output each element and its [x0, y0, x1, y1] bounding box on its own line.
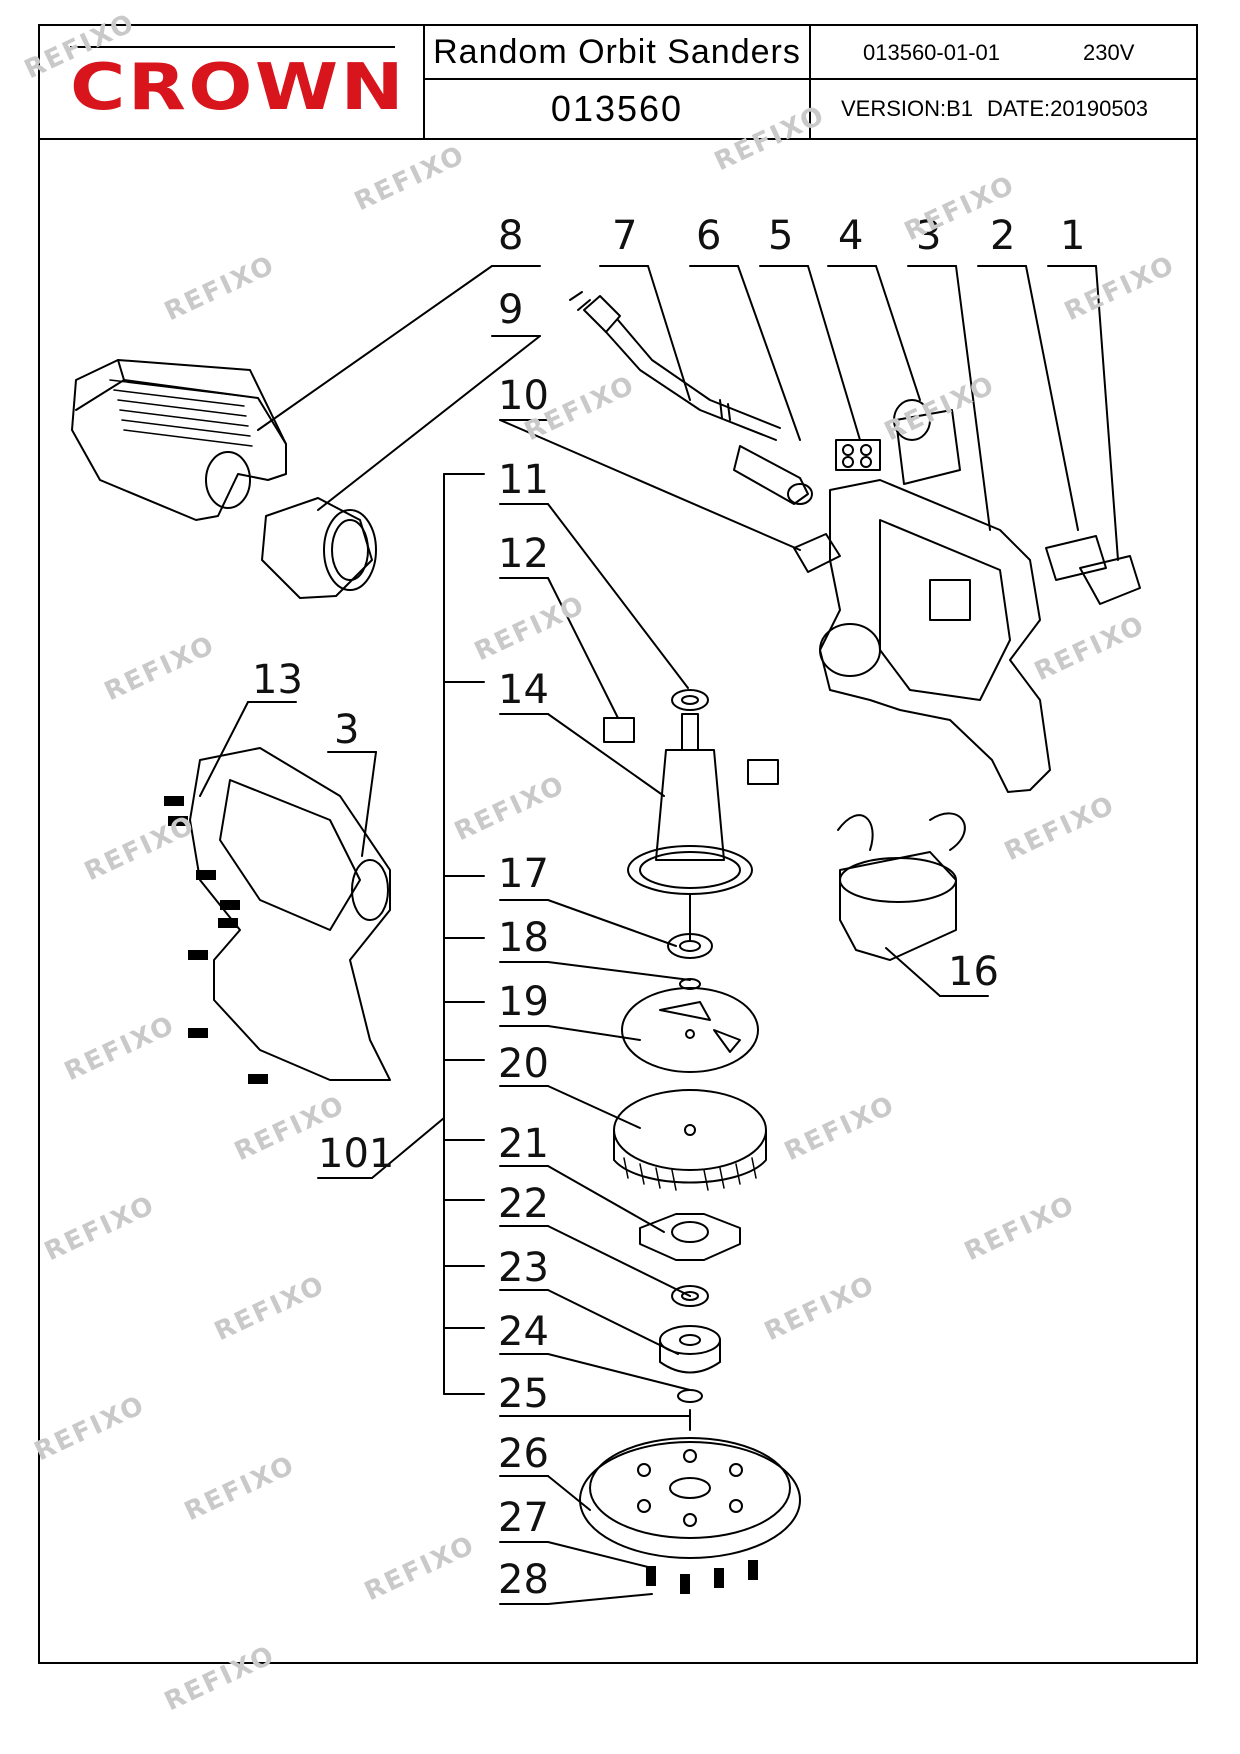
leader-lines-top	[257, 265, 1119, 561]
callout-1: 1	[1060, 213, 1086, 259]
logo-rule	[70, 46, 395, 48]
callout-7: 7	[612, 213, 638, 259]
callout-14: 14	[498, 667, 549, 713]
callout-27: 27	[498, 1495, 549, 1541]
callout-24: 24	[498, 1309, 549, 1355]
callout-28: 28	[498, 1557, 549, 1603]
sanding-pad-icon	[579, 1437, 801, 1559]
callout-2: 2	[990, 213, 1016, 259]
callout-10: 10	[498, 373, 549, 419]
cord-clamp-icon	[793, 533, 841, 573]
dust-adapter-icon	[261, 497, 377, 599]
baffle-plate-icon	[621, 987, 759, 1073]
callout-20: 20	[498, 1041, 549, 1087]
drawing-number: 013560-01-01	[863, 40, 1001, 65]
callout-101: 101	[318, 1131, 395, 1177]
version-cell: VERSION:B1 DATE:20190503	[811, 80, 1196, 138]
power-cord-plug-icon	[569, 291, 781, 441]
cord-guard-icon	[733, 445, 813, 505]
terminal-block-icon	[835, 439, 881, 471]
capacitor-icon	[893, 399, 961, 485]
callout-6: 6	[696, 213, 722, 259]
housing-half-icon	[819, 479, 1051, 793]
bearing-icon	[671, 689, 709, 711]
fan-icon	[613, 1089, 767, 1191]
assembly-bracket-101	[317, 473, 485, 1395]
date: DATE:20190503	[987, 96, 1149, 121]
callout-22: 22	[498, 1181, 549, 1227]
product-name: Random Orbit Sanders	[425, 26, 811, 80]
callout-17: 17	[498, 851, 549, 897]
callout-3-left: 3	[334, 707, 360, 753]
voltage: 230V	[1083, 40, 1135, 65]
callout-8: 8	[498, 213, 524, 259]
drawing-number-cell: 013560-01-01 230V	[811, 26, 1196, 80]
screw-icon	[164, 796, 268, 1084]
callout-25: 25	[498, 1371, 549, 1417]
callout-21: 21	[498, 1121, 549, 1167]
bearing-icon	[671, 1285, 709, 1307]
callout-4: 4	[838, 213, 864, 259]
version: VERSION:B1	[841, 96, 974, 121]
dust-box-icon	[71, 359, 287, 521]
title-block: CROWN Random Orbit Sanders 013560 013560…	[40, 26, 1196, 140]
callout-23: 23	[498, 1245, 549, 1291]
callout-26: 26	[498, 1431, 549, 1477]
switch-button-icon	[1079, 555, 1141, 605]
switch-icon	[1045, 535, 1107, 581]
counterweight-icon	[659, 1325, 721, 1374]
crown-logo: CROWN	[70, 51, 407, 125]
leader-lines-left	[199, 701, 989, 997]
stator-icon	[837, 812, 966, 961]
callout-13: 13	[252, 657, 303, 703]
bearing-seat-icon	[639, 1213, 741, 1261]
logo-cell: CROWN	[40, 26, 425, 138]
callout-9: 9	[498, 287, 524, 333]
leader-lines-column	[499, 503, 691, 1605]
callout-11: 11	[498, 457, 549, 503]
drawing-sheet: CROWN Random Orbit Sanders 013560 013560…	[38, 24, 1198, 1664]
callout-19: 19	[498, 979, 549, 1025]
callout-12: 12	[498, 531, 549, 577]
armature-icon	[627, 713, 753, 941]
callout-3: 3	[916, 213, 942, 259]
brush-holder-icon	[603, 717, 779, 785]
model-number: 013560	[425, 80, 811, 138]
callout-16: 16	[948, 949, 999, 995]
spring-washer-icon	[677, 1389, 703, 1403]
screw-icon	[646, 1560, 758, 1594]
housing-left-icon	[189, 747, 391, 1081]
bearing-icon	[667, 933, 713, 959]
callout-5: 5	[768, 213, 794, 259]
callout-18: 18	[498, 915, 549, 961]
